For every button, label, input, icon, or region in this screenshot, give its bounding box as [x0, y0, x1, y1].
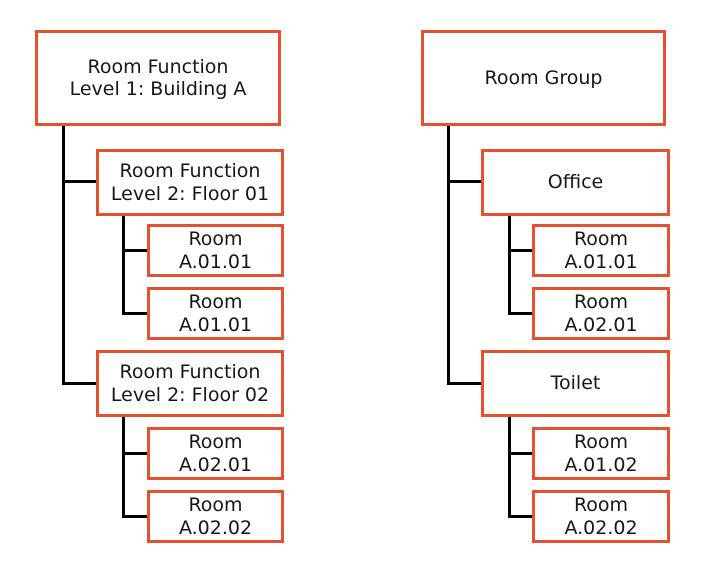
node-room-function-level2-floor01: Room Function Level 2: Floor 01: [96, 149, 284, 216]
connector-line: [62, 126, 65, 385]
node-label: Toilet: [550, 372, 601, 395]
connector-line: [122, 515, 147, 518]
node-label: Room A.02.01: [564, 291, 638, 336]
connector-line: [447, 382, 481, 385]
connector-line: [447, 126, 450, 385]
node-toilet: Toilet: [481, 350, 670, 417]
node-label: Office: [547, 171, 604, 194]
connector-line: [62, 382, 96, 385]
connector-line: [122, 452, 147, 455]
connector-line: [447, 180, 481, 183]
node-toilet-room-a0102: Room A.01.02: [532, 427, 670, 480]
node-room-a0101-second: Room A.01.01: [147, 287, 284, 340]
node-room-a0202: Room A.02.02: [147, 490, 284, 543]
node-label: Room Function Level 2: Floor 01: [110, 160, 270, 205]
node-label: Room Function Level 2: Floor 02: [110, 361, 270, 406]
node-label: Room Function Level 1: Building A: [69, 55, 247, 100]
connector-line: [508, 249, 532, 252]
node-toilet-room-a0202: Room A.02.02: [532, 490, 670, 543]
connector-line: [508, 216, 511, 315]
node-room-function-level1: Room Function Level 1: Building A: [35, 30, 281, 126]
connector-line: [122, 249, 147, 252]
node-label: Room A.01.01: [564, 228, 638, 273]
connector-line: [508, 312, 532, 315]
node-label: Room A.01.02: [564, 431, 638, 476]
connector-line: [122, 312, 147, 315]
node-room-function-level2-floor02: Room Function Level 2: Floor 02: [96, 350, 284, 417]
connector-line: [122, 216, 125, 315]
node-room-a0201: Room A.02.01: [147, 427, 284, 480]
node-label: Room A.02.01: [178, 431, 253, 476]
node-label: Room A.01.01: [178, 228, 253, 273]
node-label: Room A.02.02: [178, 494, 253, 539]
connector-line: [508, 417, 511, 518]
node-office-room-a0201: Room A.02.01: [532, 287, 670, 340]
connector-line: [508, 452, 532, 455]
node-room-a0101-first: Room A.01.01: [147, 224, 284, 277]
node-room-group: Room Group: [421, 30, 666, 126]
node-office: Office: [481, 149, 670, 216]
connector-line: [62, 180, 96, 183]
node-label: Room A.01.01: [178, 291, 253, 336]
node-office-room-a0101: Room A.01.01: [532, 224, 670, 277]
connector-line: [508, 515, 532, 518]
node-label: Room Group: [484, 66, 603, 89]
node-label: Room A.02.02: [564, 494, 638, 539]
connector-line: [122, 417, 125, 518]
